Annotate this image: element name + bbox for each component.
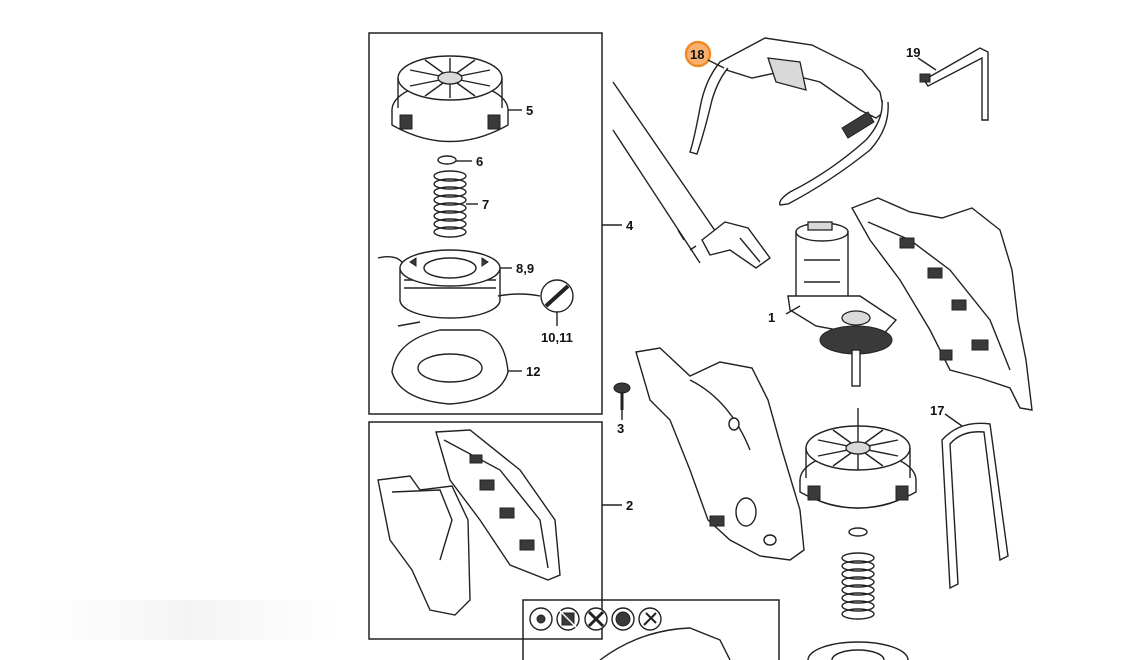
part-17-wire-guard[interactable]: [941, 422, 1009, 590]
callout-4[interactable]: 4: [626, 218, 634, 233]
box-application-icons: [522, 599, 780, 660]
part-3-screw[interactable]: [613, 382, 631, 410]
scissors-icon: [584, 607, 608, 631]
callout-2[interactable]: 2: [626, 498, 633, 513]
no-trim-icon: [638, 607, 662, 631]
part-19-hex-key[interactable]: [919, 47, 989, 121]
callout-19[interactable]: 19: [906, 45, 920, 60]
callout-8-9[interactable]: 8,9: [516, 261, 534, 276]
right-motor-housing: [850, 197, 1033, 411]
clip-detail: [848, 527, 868, 537]
part-5-spool-housing[interactable]: [391, 55, 509, 143]
blade-disc-icon: [611, 607, 635, 631]
callout-18: 18: [690, 47, 704, 62]
shaft-clamp: [701, 221, 771, 269]
box-spool-assembly: 4: [368, 32, 634, 415]
part-18-safety-glasses[interactable]: [689, 37, 889, 206]
callout-7[interactable]: 7: [482, 197, 489, 212]
bottom-left-shadow: [40, 600, 340, 640]
spool-detail-bottom: [807, 641, 909, 660]
part-2-housing-shells[interactable]: [377, 429, 561, 616]
spool-icon: [529, 607, 553, 631]
callout-1[interactable]: 1: [768, 310, 775, 325]
crossed-grid-icon: [556, 607, 580, 631]
callout-3[interactable]: 3: [617, 421, 624, 436]
callout-18-badge[interactable]: 18: [684, 40, 712, 68]
part-8-9-line-spool[interactable]: [377, 249, 541, 319]
part-1-motor[interactable]: [787, 221, 898, 387]
part-6-clip[interactable]: [437, 155, 457, 165]
part-12-spool-base[interactable]: [391, 321, 509, 405]
callout-5[interactable]: 5: [526, 103, 533, 118]
callout-10-11[interactable]: 10,11: [541, 330, 573, 345]
box-housing-set: 2: [368, 421, 633, 640]
spring-detail: [841, 552, 875, 620]
callout-6[interactable]: 6: [476, 154, 483, 169]
left-motor-housing: [635, 347, 805, 561]
shaft-tube: [612, 81, 719, 264]
callout-12[interactable]: 12: [526, 364, 540, 379]
part-10-11-trim-line[interactable]: [540, 279, 574, 313]
spool-housing-detail: [799, 408, 917, 509]
part-7-spring[interactable]: [433, 170, 467, 238]
callout-17[interactable]: 17: [930, 403, 944, 418]
